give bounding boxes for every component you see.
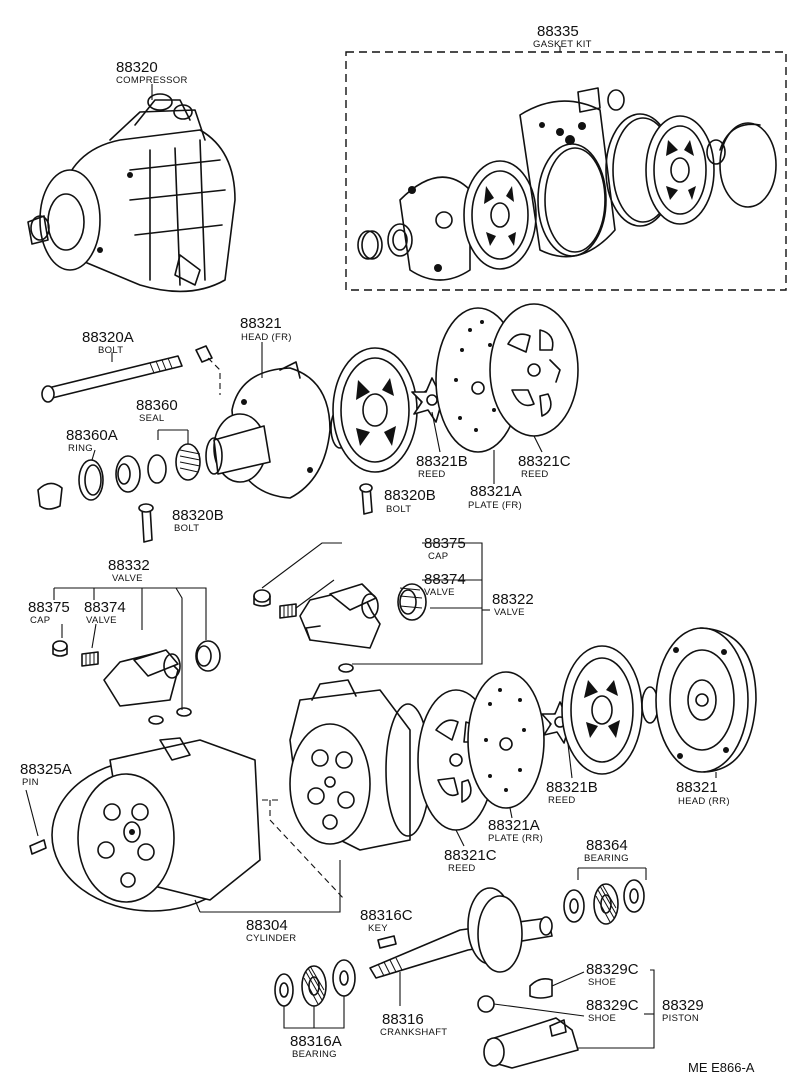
label-88321a-rr-part: 88321A — [488, 817, 540, 834]
label-88320a-part: 88320A — [82, 329, 134, 346]
label-88364-name: BEARING — [584, 853, 629, 864]
gasket-kit-parts — [357, 87, 777, 281]
label-88316a-part: 88316A — [290, 1033, 342, 1050]
label-88335-name: GASKET KIT — [533, 39, 592, 50]
label-88329c-1-name: SHOE — [588, 977, 616, 988]
label-88321a-fr-part: 88321A — [470, 483, 522, 500]
label-88321c-top-part: 88321C — [518, 453, 571, 470]
valve-group-right — [253, 542, 490, 673]
label-88321-fr-part: 88321 — [240, 315, 282, 332]
label-88325a-part: 88325A — [20, 761, 72, 778]
diagram-code: ME E866-A — [688, 1060, 755, 1075]
label-88335-part: 88335 — [537, 23, 579, 40]
label-88329c-1-part: 88329C — [586, 961, 639, 978]
label-88322-name: VALVE — [494, 607, 525, 618]
valve-group-left — [52, 587, 221, 725]
label-88375-left-name: CAP — [30, 615, 50, 626]
label-88374-left-name: VALVE — [86, 615, 117, 626]
label-88329-part: 88329 — [662, 997, 704, 1014]
label-88321c-bot-name: REED — [448, 863, 476, 874]
label-88320-name: COMPRESSOR — [116, 75, 188, 86]
label-88321c-top-name: REED — [521, 469, 549, 480]
label-88375-right-name: CAP — [428, 551, 448, 562]
compressor-assembly — [27, 84, 236, 293]
label-88322-part: 88322 — [492, 591, 534, 608]
label-88320-part: 88320 — [116, 59, 158, 76]
front-head-group — [37, 303, 579, 543]
label-88321a-fr-name: PLATE (FR) — [468, 500, 522, 511]
label-88320b-left-part: 88320B — [172, 507, 224, 524]
label-88375-right-part: 88375 — [424, 535, 466, 552]
label-88316c-part: 88316C — [360, 907, 413, 924]
label-88320b-mid-part: 88320B — [384, 487, 436, 504]
label-88321-rr-name: HEAD (RR) — [678, 796, 730, 807]
label-88316-part: 88316 — [382, 1011, 424, 1028]
label-88374-right-name: VALVE — [424, 587, 455, 598]
label-88325a-name: PIN — [22, 777, 39, 788]
shaft-group — [274, 867, 655, 1069]
label-88321b-bot-part: 88321B — [546, 779, 598, 796]
label-88321b-top-part: 88321B — [416, 453, 468, 470]
label-88321-fr-name: HEAD (FR) — [241, 332, 292, 343]
label-88304-part: 88304 — [246, 917, 288, 934]
label-88304-name: CYLINDER — [246, 933, 296, 944]
label-88332-part: 88332 — [108, 557, 150, 574]
label-88321a-rr-name: PLATE (RR) — [488, 833, 543, 844]
label-88321c-bot-part: 88321C — [444, 847, 497, 864]
label-88320a-name: BOLT — [98, 345, 123, 356]
label-88360a-name: RING — [68, 443, 93, 454]
label-88360-part: 88360 — [136, 397, 178, 414]
label-88329-name: PISTON — [662, 1013, 699, 1024]
label-88320b-left-name: BOLT — [174, 523, 199, 534]
label-88364-part: 88364 — [586, 837, 628, 854]
label-88374-right-part: 88374 — [424, 571, 466, 588]
label-88374-left-part: 88374 — [84, 599, 126, 616]
label-88320b-mid-name: BOLT — [386, 504, 411, 515]
label-88375-left-part: 88375 — [28, 599, 70, 616]
label-88321b-top-name: REED — [418, 469, 446, 480]
gasket-kit-group — [345, 46, 787, 291]
label-88329c-2-part: 88329C — [586, 997, 639, 1014]
label-88316c-name: KEY — [368, 923, 388, 934]
label-88316a-name: BEARING — [292, 1049, 337, 1060]
label-88332-name: VALVE — [112, 573, 143, 584]
gasket-kit-box — [345, 51, 787, 291]
label-88360-name: SEAL — [139, 413, 165, 424]
label-88316-name: CRANKSHAFT — [380, 1027, 447, 1038]
label-88321b-bot-name: REED — [548, 795, 576, 806]
label-88329c-2-name: SHOE — [588, 1013, 616, 1024]
cylinder-group — [25, 627, 757, 913]
label-88360a-part: 88360A — [66, 427, 118, 444]
label-88321-rr-part: 88321 — [676, 779, 718, 796]
